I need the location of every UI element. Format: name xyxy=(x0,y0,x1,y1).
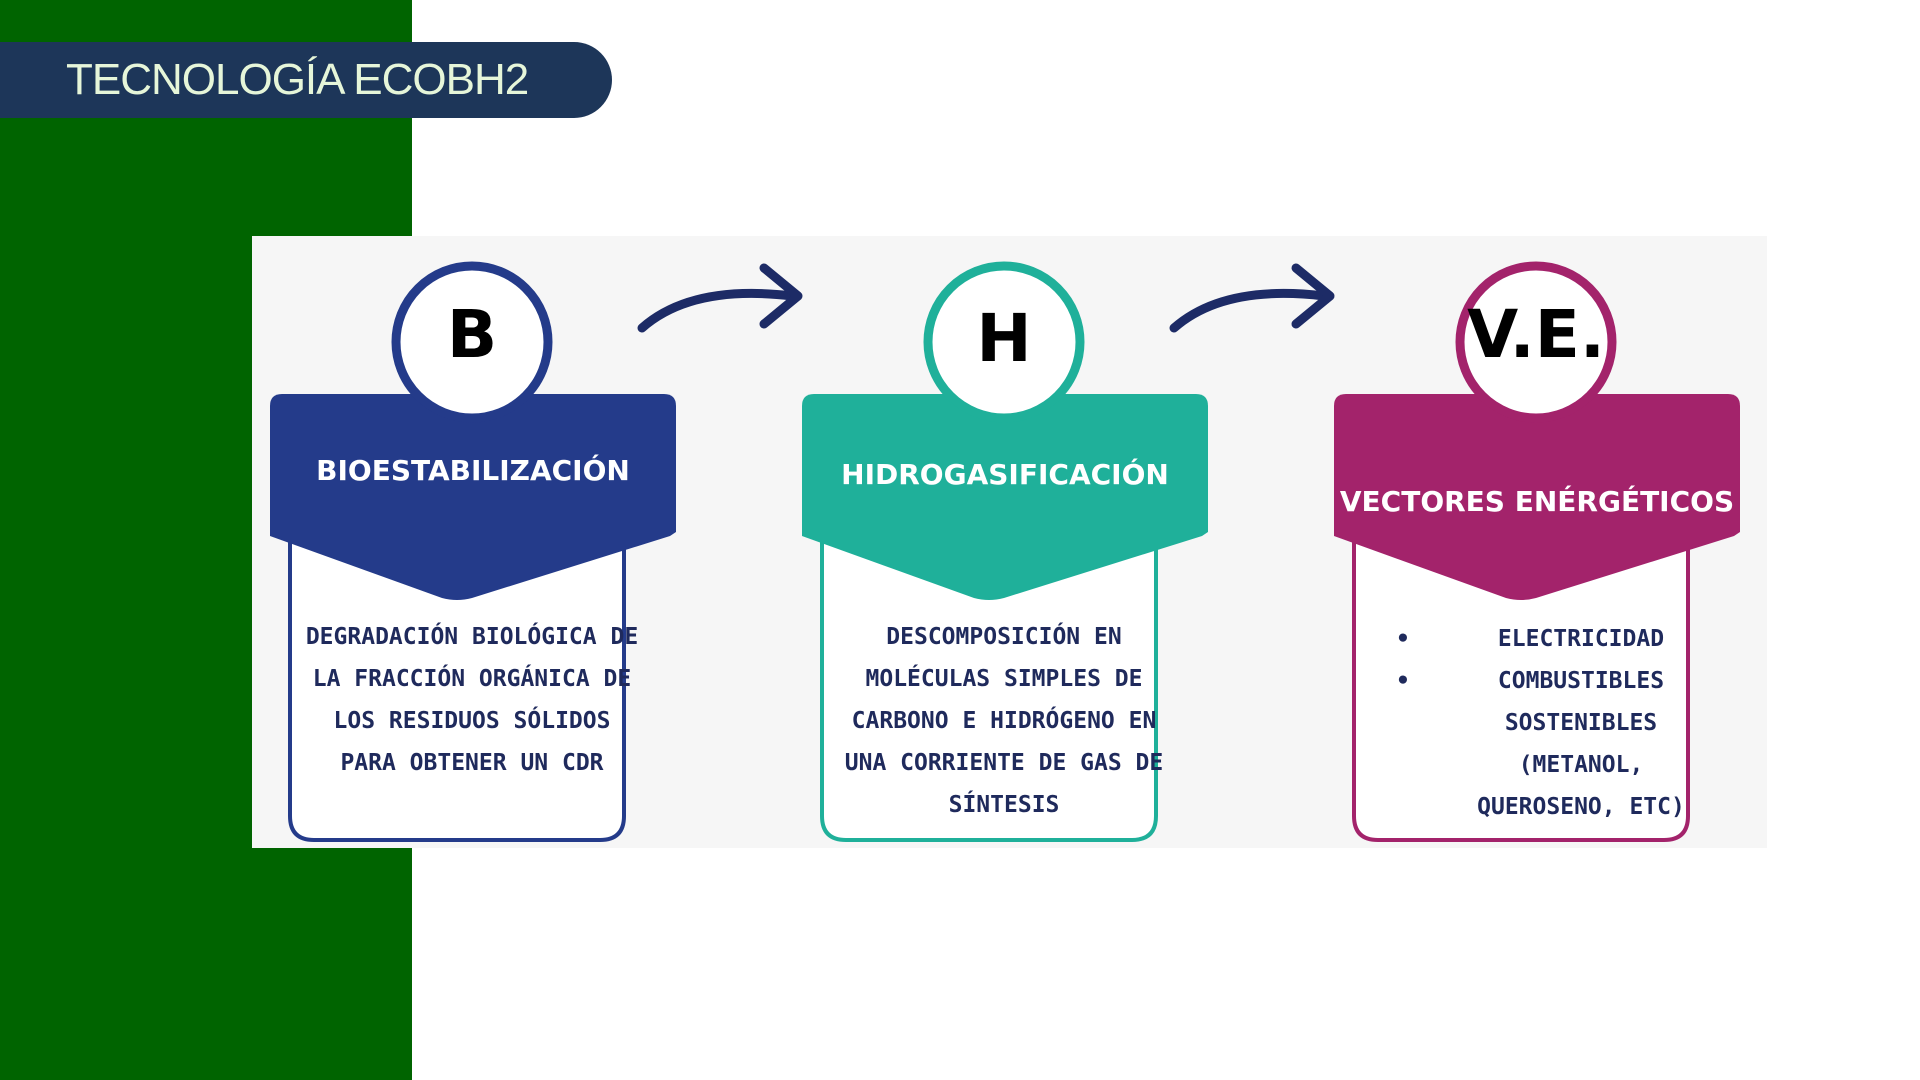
step-2-header xyxy=(802,394,1208,600)
step-3-bullet-item: COMBUSTIBLES SOSTENIBLES (METANOL, QUERO… xyxy=(1396,660,1696,828)
diagram-graphics xyxy=(270,261,1740,842)
step-3-bullet-item: ELECTRICIDAD xyxy=(1396,618,1696,660)
step-1-description: DEGRADACIÓN BIOLÓGICA DE LA FRACCIÓN ORG… xyxy=(305,624,639,776)
step-3-letter: V.E. xyxy=(1467,296,1605,373)
title-pill: TECNOLOGÍA ECOBH2 xyxy=(0,42,612,118)
step-1-circle xyxy=(391,261,553,423)
step-3-header xyxy=(1334,394,1740,600)
step-2-title: HIDROGASIFICACIÓN xyxy=(841,458,1169,491)
step-1-letter: B xyxy=(446,296,498,373)
step-1-header xyxy=(270,394,676,600)
step-3-title: VECTORES ENÉRGÉTICOS xyxy=(1339,485,1735,518)
step-2-description: DESCOMPOSICIÓN EN MOLÉCULAS SIMPLES DE C… xyxy=(844,624,1164,818)
process-diagram: B H V.E. BIOESTABILIZACIÓN HIDROGASIFICA… xyxy=(252,236,1767,848)
step-1-title: BIOESTABILIZACIÓN xyxy=(316,454,630,487)
step-3-bullet-list: ELECTRICIDAD COMBUSTIBLES SOSTENIBLES (M… xyxy=(1396,618,1696,828)
step-3-circle xyxy=(1455,261,1617,423)
step-2-circle xyxy=(923,261,1085,423)
step-1-body xyxy=(288,536,626,842)
arrow-right-icon xyxy=(1169,263,1335,333)
step-2-letter: H xyxy=(976,300,1032,377)
arrow-right-icon xyxy=(637,263,803,333)
step-2-body xyxy=(820,536,1158,842)
slide-title: TECNOLOGÍA ECOBH2 xyxy=(66,55,529,104)
